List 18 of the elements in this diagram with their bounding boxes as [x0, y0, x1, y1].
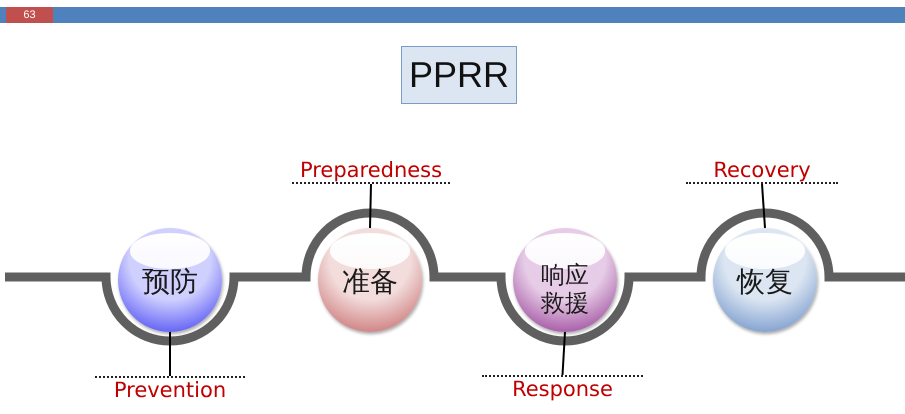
leader-line: [761, 184, 766, 228]
sphere: [513, 228, 617, 332]
leader-line: [369, 184, 372, 228]
leader-line: [169, 332, 171, 376]
sphere: [713, 228, 817, 332]
leader-line: [562, 332, 566, 376]
sphere-label: 准备: [342, 266, 398, 298]
sphere-label: 恢复: [737, 266, 793, 298]
sphere-label: 响应救援: [540, 262, 590, 318]
phase-label: Preparedness: [300, 158, 442, 182]
page-number: 63: [6, 7, 53, 23]
sphere: [318, 228, 422, 332]
title-box: PPRR: [401, 46, 517, 104]
phase-label: Recovery: [713, 158, 811, 182]
phase-label: Prevention: [114, 378, 226, 402]
sphere: [118, 228, 222, 332]
sphere-label: 预防: [142, 266, 198, 298]
phase-label: Response: [512, 377, 613, 401]
